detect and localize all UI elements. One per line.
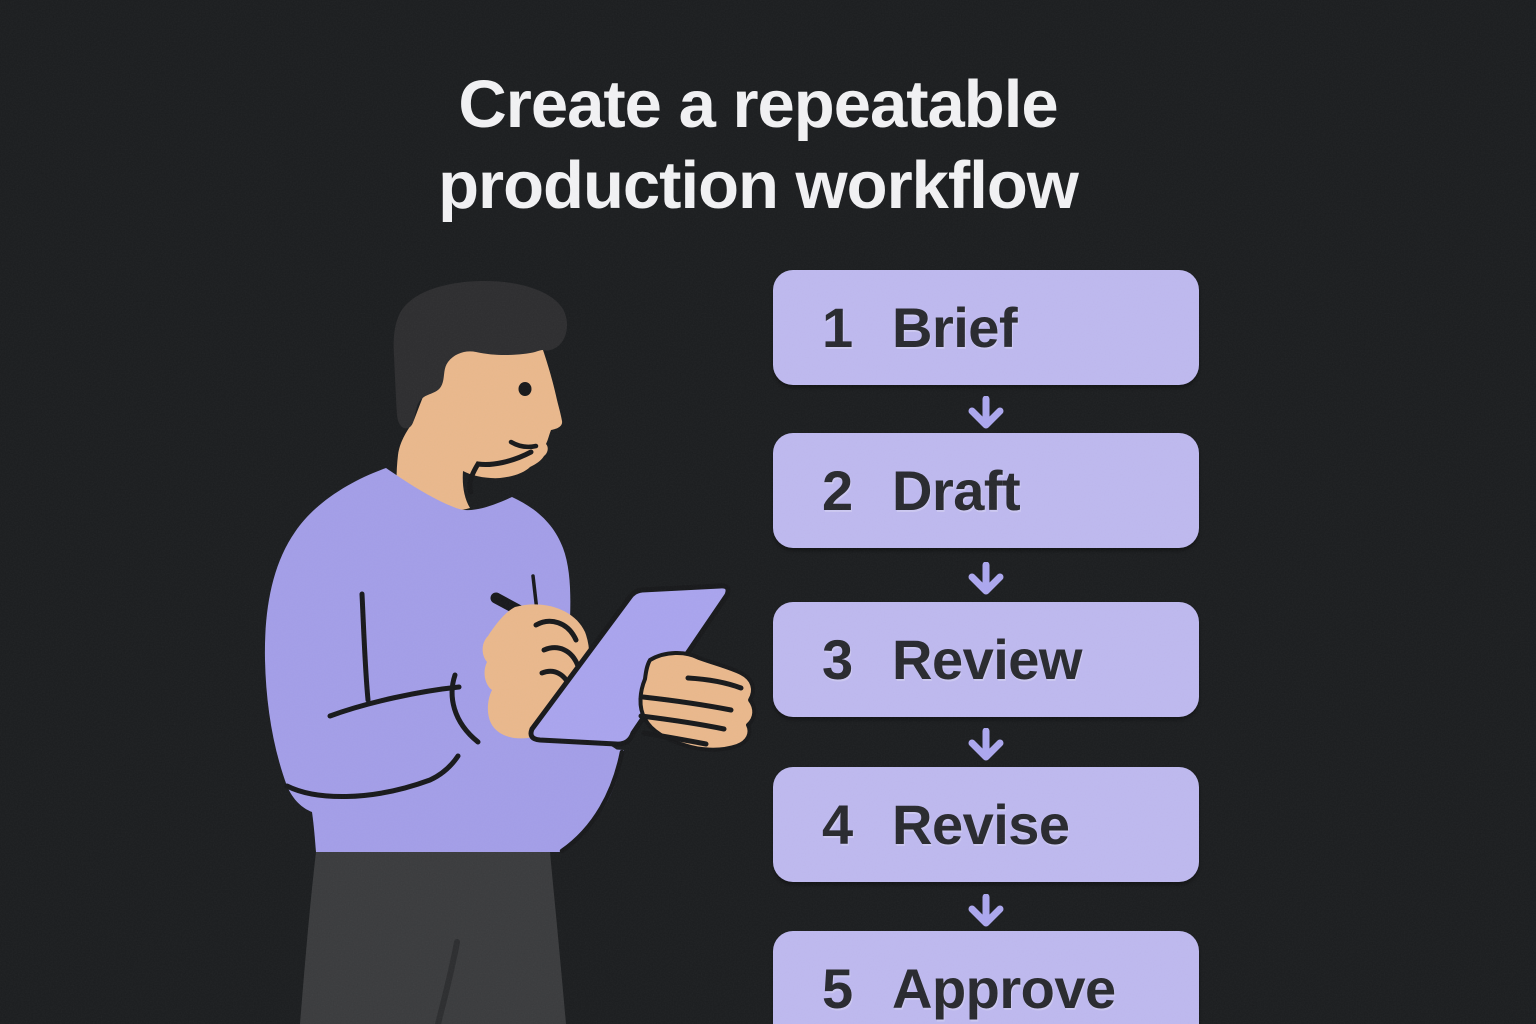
step-label: Review [892,628,1083,691]
step-number: 4 [822,793,853,856]
down-arrow-icon [968,728,1004,761]
workflow-step-review: 3 Review [773,602,1199,717]
step-number: 5 [822,957,853,1020]
workflow-step-approve: 5 Approve [773,931,1199,1024]
step-label: Approve [892,957,1116,1020]
workflow-step-brief: 1 Brief [773,270,1199,385]
workflow-step-revise: 4 Revise [773,767,1199,882]
workflow-step-draft: 2 Draft [773,433,1199,548]
step-label: Revise [892,793,1070,856]
step-number: 2 [822,459,853,522]
step-number: 3 [822,628,853,691]
down-arrow-icon [968,894,1004,927]
step-number: 1 [822,296,853,359]
down-arrow-icon [968,396,1004,429]
step-label: Brief [892,296,1018,359]
down-arrow-icon [968,562,1004,595]
step-label: Draft [892,459,1021,522]
